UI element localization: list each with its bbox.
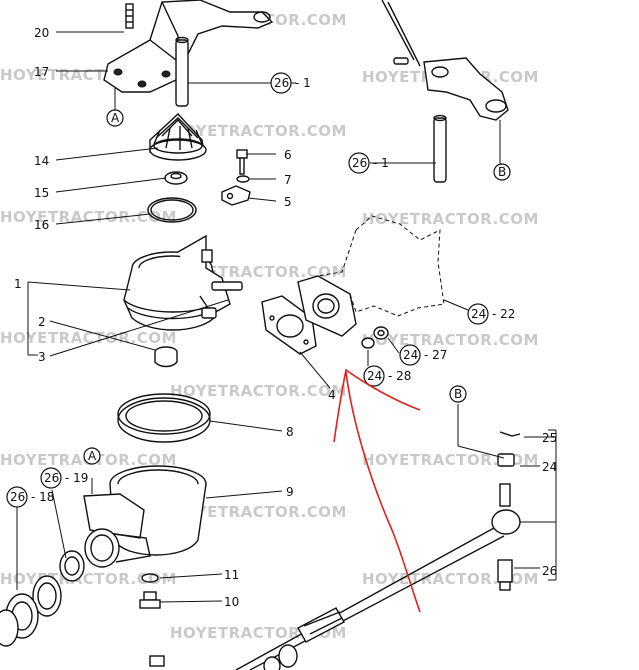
callout-11: 11 (224, 568, 239, 582)
ref-26-1-top: 26 (274, 76, 289, 90)
callout-4: 4 (328, 388, 336, 402)
ref-24-27: 24 (403, 348, 418, 362)
callout-17: 17 (34, 65, 49, 79)
ref-a-top: A (111, 111, 120, 125)
callout-16: 16 (34, 218, 49, 232)
ref-26-1-right-suffix: - 1 (373, 156, 389, 170)
watermark: HOYETRACTOR.COM (0, 570, 177, 588)
lower-housing (83, 465, 207, 568)
ref-24-28: 24 (367, 369, 382, 383)
callout-6: 6 (284, 148, 292, 162)
nut (373, 326, 389, 340)
shaft-26-1-right (433, 114, 447, 183)
watermark: HOYETRACTOR.COM (170, 503, 347, 521)
callout-24: 24 (542, 460, 557, 474)
circled-references: A A B B 26 - 1 26 - 1 24 - 22 24 - 27 24… (6, 72, 515, 508)
leader-lines (16, 31, 557, 603)
ref-26-1-top-suffix: - 1 (295, 76, 311, 90)
tie-rod (235, 527, 505, 670)
bearing (59, 550, 85, 582)
gasket (261, 295, 317, 355)
callout-2: 2 (38, 315, 46, 329)
watermark: HOYETRACTOR.COM (362, 331, 539, 349)
callout-15: 15 (34, 186, 49, 200)
callout-5: 5 (284, 195, 292, 209)
callout-26: 26 (542, 564, 557, 578)
spring-washer (361, 337, 375, 349)
seal-ring (117, 393, 211, 443)
ref-24-28-suffix: - 28 (388, 369, 411, 383)
drain-plug (139, 591, 161, 609)
ref-a-mid: A (88, 449, 97, 463)
washer (236, 175, 250, 183)
watermark: HOYETRACTOR.COM (0, 208, 177, 226)
ref-26-18: 26 (10, 490, 25, 504)
red-annotation-mark (333, 368, 421, 613)
callout-3: 3 (38, 350, 46, 364)
bolt (236, 149, 248, 175)
callout-1: 1 (14, 277, 22, 291)
ref-26-1-right: 26 (352, 156, 367, 170)
oil-seal (0, 575, 62, 647)
knuckle-arm (381, 0, 509, 165)
callout-10: 10 (224, 595, 239, 609)
lock-plate (221, 185, 251, 206)
callout-20: 20 (34, 26, 49, 40)
watermark: HOYETRACTOR.COM (0, 329, 177, 347)
watermark: HOYETRACTOR.COM (362, 210, 539, 228)
watermark: HOYETRACTOR.COM (170, 122, 347, 140)
lock-nut (164, 171, 188, 185)
ref-24-22: 24 (471, 307, 486, 321)
callout-8: 8 (286, 425, 294, 439)
upper-housing (123, 234, 243, 331)
callout-25: 25 (542, 431, 557, 445)
flange-cover (297, 215, 445, 337)
tie-rod-end (457, 404, 521, 591)
shaft-26-1-top (175, 36, 189, 107)
callout-numbers: 20 17 14 15 16 1 2 3 4 6 7 5 8 9 11 10 2… (14, 26, 557, 609)
small-bolt (149, 655, 165, 667)
callout-9: 9 (286, 485, 294, 499)
bevel-gear (149, 113, 207, 161)
ref-24-27-suffix: - 27 (424, 348, 447, 362)
ref-b-mid: B (454, 387, 462, 401)
small-o-ring (141, 573, 159, 583)
o-ring (147, 197, 197, 223)
callout-14: 14 (34, 154, 49, 168)
callout-7: 7 (284, 173, 292, 187)
watermark: HOYETRACTOR.COM (170, 382, 347, 400)
bushing (154, 346, 178, 368)
ref-b-right: B (498, 165, 506, 179)
ref-26-19: 26 (44, 471, 59, 485)
ref-24-22-suffix: - 22 (492, 307, 515, 321)
ref-26-19-suffix: - 19 (65, 471, 88, 485)
ref-26-18-suffix: - 18 (31, 490, 54, 504)
watermark: HOYETRACTOR.COM (362, 570, 539, 588)
